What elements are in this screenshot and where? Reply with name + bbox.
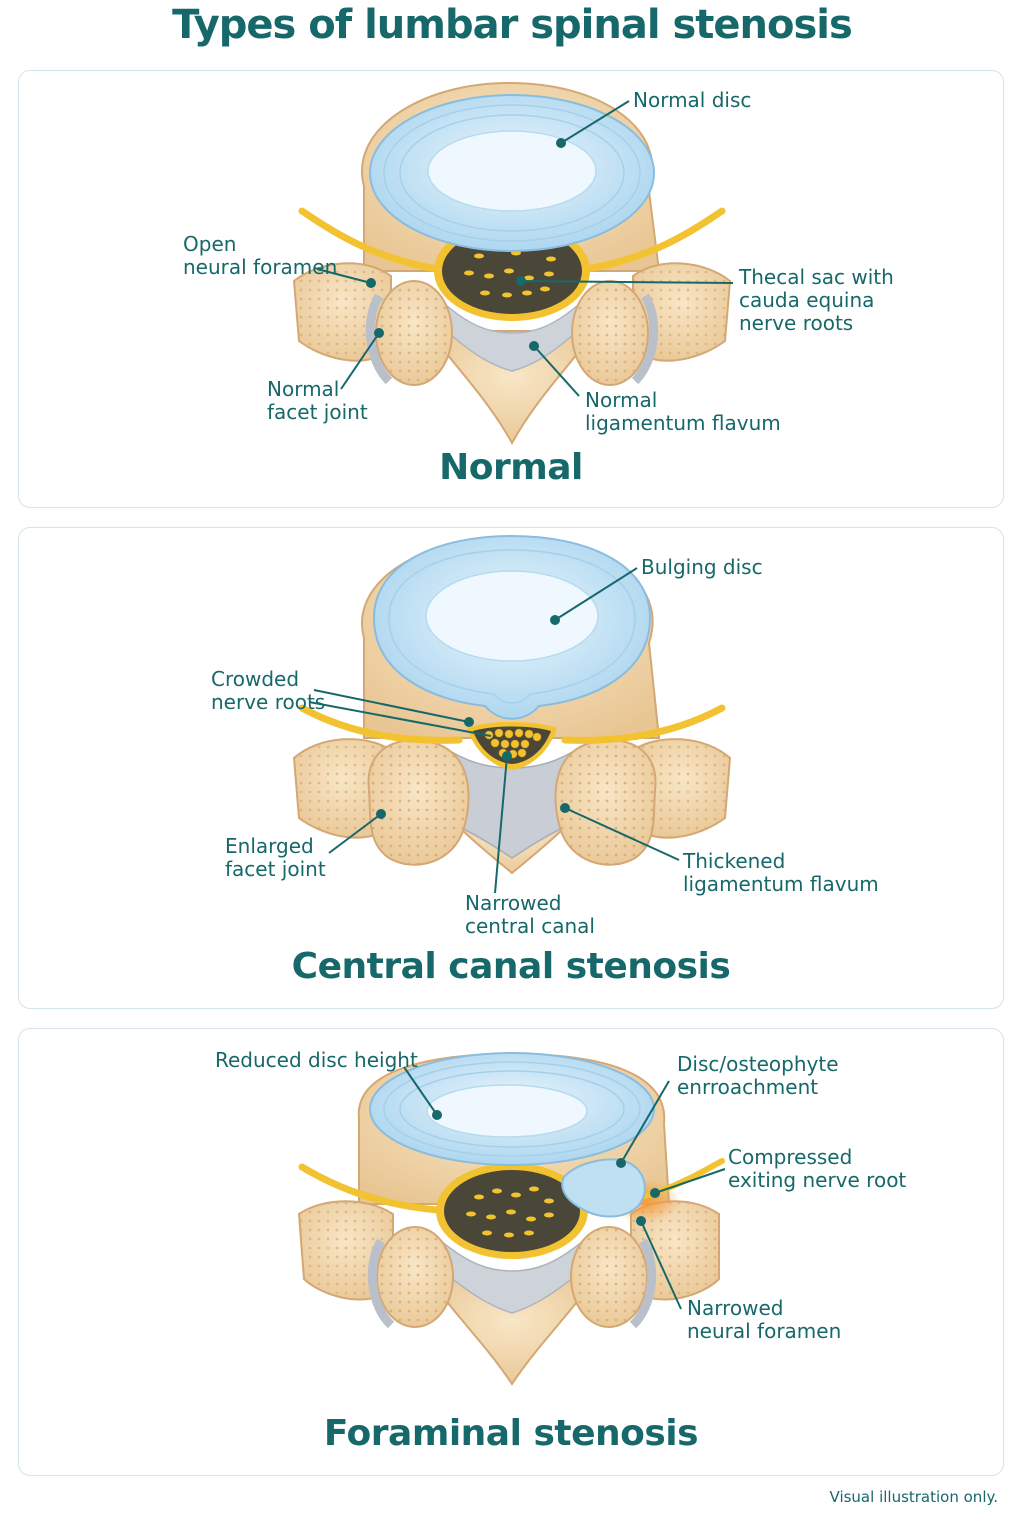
vertebra-normal-illustration xyxy=(292,81,734,446)
exiting-nerve-roots xyxy=(298,704,726,744)
panel-title-central-canal-stenosis: Central canal stenosis xyxy=(291,946,731,987)
label-thecal-sac: Thecal sac with cauda equina nerve roots xyxy=(739,265,894,335)
narrowed-thecal-sac xyxy=(467,722,557,770)
panel-title-normal: Normal xyxy=(439,447,583,488)
bulging-disc xyxy=(372,534,652,720)
label-normal-disc: Normal disc xyxy=(633,88,752,112)
label-bulging-disc: Bulging disc xyxy=(641,555,763,579)
label-normal-ligamentum-flavum: Normal ligamentum flavum xyxy=(585,388,781,435)
intervertebral-disc xyxy=(369,94,655,252)
label-compressed-exiting-nerve-root: Compressed exiting nerve root xyxy=(728,1145,907,1192)
thecal-sac xyxy=(436,1163,588,1259)
label-open-neural-foramen: Open neural foramen xyxy=(183,232,338,279)
label-narrowed-neural-foramen: Narrowed neural foramen xyxy=(687,1296,842,1343)
footnote: Visual illustration only. xyxy=(829,1488,998,1506)
label-disc-osteophyte-encroachment: Disc/osteophyte enrroachment xyxy=(677,1052,839,1099)
enlarged-facet-joints xyxy=(367,739,657,866)
spinous-process xyxy=(426,330,598,446)
label-crowded-nerve-roots: Crowded nerve roots xyxy=(211,667,326,714)
panel-central-canal-stenosis: Bulging disc Crowded nerve roots Enlarge… xyxy=(18,527,1004,1009)
leader-lines xyxy=(316,100,734,397)
osteophyte-encroachment xyxy=(561,1158,646,1218)
page-title: Types of lumbar spinal stenosis xyxy=(172,2,853,48)
label-narrowed-central-canal: Narrowed central canal xyxy=(465,891,595,938)
leader-lines xyxy=(308,567,680,894)
panel-foraminal-stenosis: Reduced disc height Disc/osteophyte enrr… xyxy=(18,1028,1004,1476)
exiting-nerve-roots xyxy=(298,207,726,275)
vertebra-foraminal-stenosis-illustration xyxy=(297,1052,726,1386)
facet-joints xyxy=(367,1226,657,1329)
panel-normal: Normal disc Open neural foramen Thecal s… xyxy=(18,70,1004,508)
label-reduced-disc-height: Reduced disc height xyxy=(215,1048,418,1072)
panel-title-foraminal-stenosis: Foraminal stenosis xyxy=(323,1413,699,1454)
reduced-height-disc xyxy=(369,1052,655,1166)
spinous-process xyxy=(426,1278,598,1386)
transverse-processes xyxy=(292,738,732,839)
vertebra-central-stenosis-illustration xyxy=(292,534,732,894)
leader-lines xyxy=(403,1066,726,1310)
facet-joints xyxy=(365,280,659,386)
label-enlarged-facet-joint: Enlarged facet joint xyxy=(225,834,326,881)
label-normal-facet-joint: Normal facet joint xyxy=(267,377,368,424)
label-thickened-ligamentum-flavum: Thickened ligamentum flavum xyxy=(683,849,879,896)
